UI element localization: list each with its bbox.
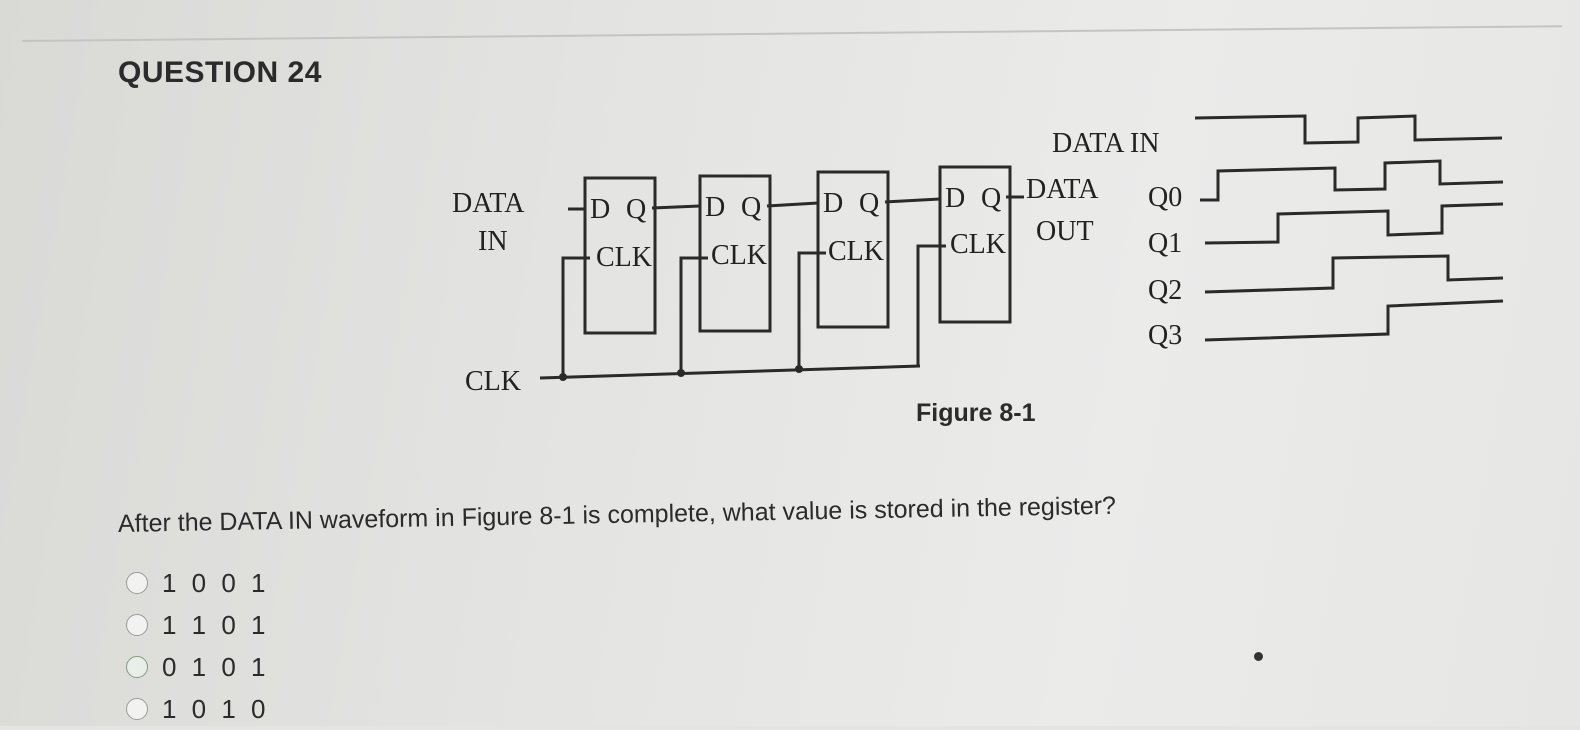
clk-wire-1 (561, 256, 590, 377)
waveform-label-q1: Q1 (1148, 228, 1182, 259)
radio-button-icon[interactable] (126, 698, 148, 720)
data-in-label-line2: IN (478, 226, 508, 257)
clk-wire-2 (679, 256, 708, 373)
radio-button-icon[interactable] (126, 656, 148, 678)
answer-option-4[interactable]: 1 0 1 0 (126, 688, 270, 730)
ff4-q-label: Q (981, 183, 1001, 214)
waveform-label-q3: Q3 (1148, 320, 1182, 351)
ff3-q-label: Q (859, 188, 879, 219)
waveform-data-in (1194, 114, 1503, 145)
ff2-q-label: Q (741, 192, 761, 223)
flipflop-box-3 (816, 170, 890, 329)
clk-wire-3 (797, 251, 826, 369)
timing-waveforms (1194, 114, 1504, 342)
radio-button-icon[interactable] (126, 572, 148, 594)
data-in-label-line1: DATA (452, 188, 525, 219)
question-title: QUESTION 24 (118, 56, 322, 89)
clk-junctions (559, 365, 803, 381)
clk-bus (539, 364, 921, 380)
answer-option-label: 1 0 1 0 (162, 693, 270, 724)
cursor-dot-icon (1254, 652, 1263, 661)
circuit-diagram (539, 165, 1024, 380)
data-out-label-line2: OUT (1036, 216, 1094, 247)
ff4-d-label: D (945, 183, 965, 214)
answer-option-2[interactable]: 1 1 0 1 (126, 604, 270, 646)
waveform-label-q0: Q0 (1148, 182, 1182, 213)
ff3-clk-label: CLK (828, 236, 884, 267)
waveform-label-q2: Q2 (1148, 275, 1182, 306)
answer-option-label: 0 1 0 1 (162, 651, 270, 682)
ff1-q-label: Q (626, 194, 646, 225)
clk-wire-4 (916, 244, 946, 366)
ff3-d-label: D (823, 188, 843, 219)
ff1-clk-label: CLK (596, 242, 652, 273)
answer-option-1[interactable]: 1 0 0 1 (126, 562, 270, 604)
waveform-q2 (1204, 254, 1504, 294)
waveform-label-data-in: DATA IN (1052, 128, 1159, 159)
answer-option-label: 1 1 0 1 (162, 609, 270, 640)
data-out-label-line1: DATA (1026, 174, 1099, 205)
q1-to-d2-wire (766, 201, 819, 208)
ff4-clk-label: CLK (950, 229, 1006, 260)
clk-label: CLK (465, 366, 521, 397)
flipflop-box-1 (583, 176, 657, 335)
q0-to-d1-wire (651, 204, 701, 210)
flipflop-box-2 (698, 174, 772, 333)
radio-button-icon[interactable] (126, 614, 148, 636)
answer-option-3[interactable]: 0 1 0 1 (126, 646, 270, 688)
figure-caption: Figure 8-1 (916, 399, 1036, 427)
waveform-q3 (1204, 299, 1504, 342)
ff2-d-label: D (705, 192, 725, 223)
answer-option-label: 1 0 0 1 (162, 567, 270, 598)
answer-options: 1 0 0 1 1 1 0 1 0 1 0 1 1 0 1 0 (126, 562, 270, 730)
ff2-clk-label: CLK (711, 240, 767, 271)
waveform-q0 (1200, 159, 1504, 202)
waveform-q1 (1204, 202, 1504, 245)
ff1-d-label: D (590, 194, 610, 225)
q2-to-d3-wire (884, 197, 941, 204)
